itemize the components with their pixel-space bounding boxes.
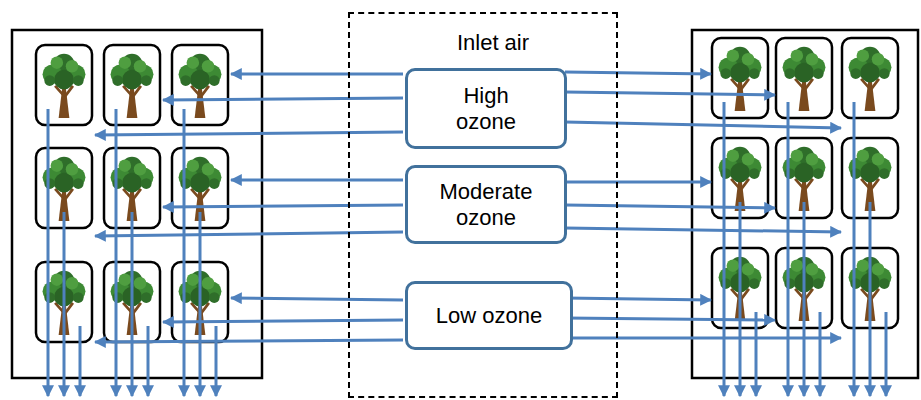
inlet-air-region: Inlet airHigh ozoneModerate ozoneLow ozo… xyxy=(348,12,618,398)
ozone-level-box: High ozone xyxy=(405,68,567,149)
tree-pot xyxy=(776,38,832,118)
exhaust-arrows-left xyxy=(48,109,216,396)
tree-pot xyxy=(842,38,898,118)
tree-pot xyxy=(712,38,768,118)
tree-pot xyxy=(172,45,228,125)
region-title: Inlet air xyxy=(370,30,616,56)
exhaust-arrows-right xyxy=(724,102,886,396)
ozone-label: Low ozone xyxy=(415,303,563,329)
ozone-level-box: Low ozone xyxy=(405,281,573,350)
tree-pot xyxy=(36,45,92,125)
inlet-arrows-left xyxy=(95,74,403,342)
tree-pot xyxy=(104,45,160,125)
ozone-level-box: Moderate ozone xyxy=(405,165,567,244)
inlet-arrows-right xyxy=(565,72,841,338)
ozone-label: High ozone xyxy=(436,83,536,135)
ozone-label: Moderate ozone xyxy=(431,179,541,231)
